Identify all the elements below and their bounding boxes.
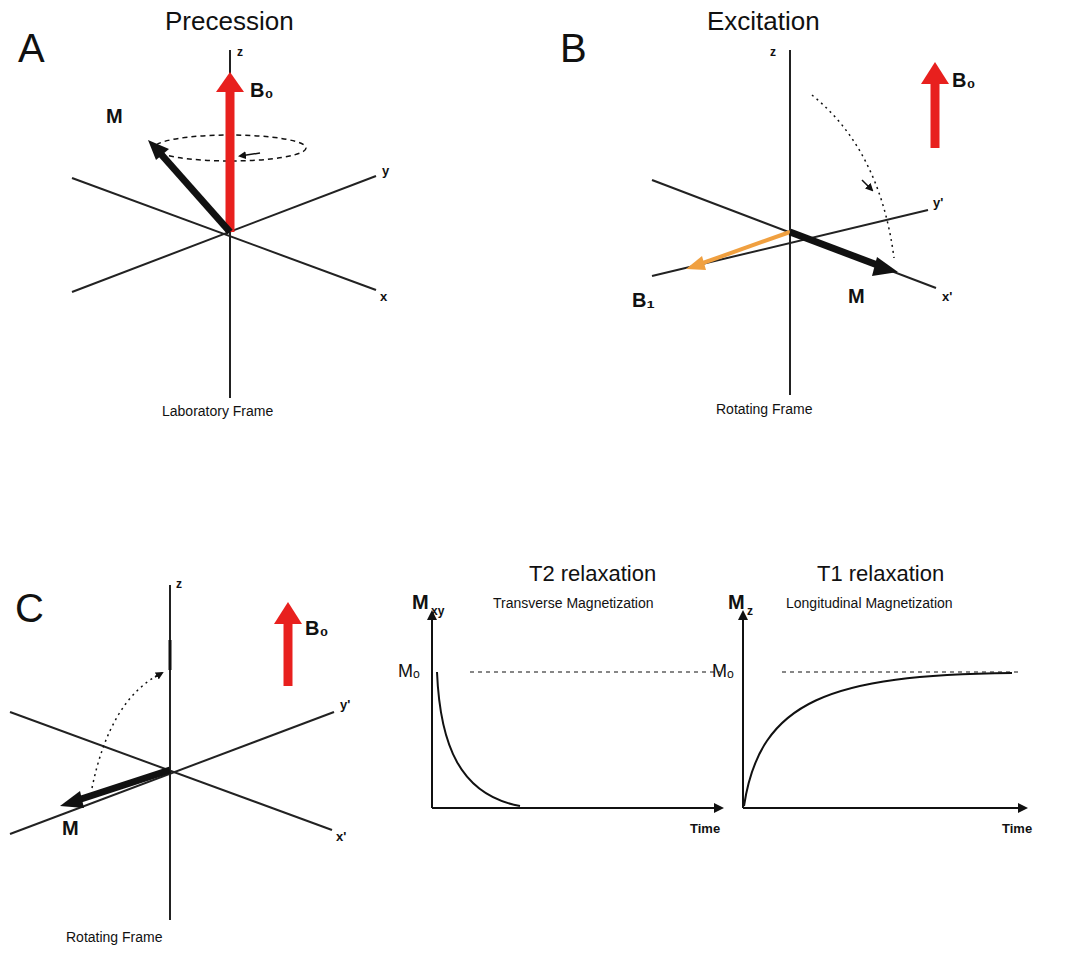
vector-label: M — [848, 286, 865, 306]
level-label: Mₒ — [398, 662, 420, 680]
axis-label: z — [770, 46, 776, 58]
axis-subscript: z — [747, 605, 753, 617]
frame-label: Laboratory Frame — [162, 404, 273, 418]
axis-label: x' — [942, 290, 952, 303]
axis-label: y' — [933, 196, 943, 209]
frame-label: Rotating Frame — [716, 402, 812, 416]
field-label: B₀ — [305, 618, 328, 638]
axis-title: M — [412, 592, 429, 612]
axis-label: x — [380, 290, 387, 303]
field-label: B₀ — [952, 70, 975, 90]
axis-label: z — [237, 46, 243, 58]
axis-title: Time — [690, 822, 720, 835]
axis-title: Time — [1002, 822, 1032, 835]
graph-subtitle: Longitudinal Magnetization — [786, 596, 953, 610]
field-label: B₁ — [632, 290, 655, 310]
graph-subtitle: Transverse Magnetization — [493, 596, 654, 610]
panel-title: Excitation — [707, 8, 820, 34]
axis-title: M — [728, 592, 745, 612]
axis-label: x' — [336, 830, 346, 843]
panel-letter: A — [18, 28, 45, 68]
field-label: B₀ — [250, 80, 273, 100]
vector-label: M — [106, 106, 123, 126]
panel-title: Precession — [165, 8, 294, 34]
axis-label: y — [382, 164, 389, 177]
graph-title: T1 relaxation — [817, 563, 944, 585]
graph-title: T2 relaxation — [529, 563, 656, 585]
axis-subscript: xy — [431, 605, 444, 617]
frame-label: Rotating Frame — [66, 930, 162, 944]
vector-label: M — [62, 818, 79, 838]
axis-label: z — [176, 578, 182, 590]
axis-label: y' — [340, 698, 350, 711]
panel-letter: C — [15, 588, 44, 628]
panel-letter: B — [560, 28, 587, 68]
level-label: Mₒ — [712, 662, 734, 680]
